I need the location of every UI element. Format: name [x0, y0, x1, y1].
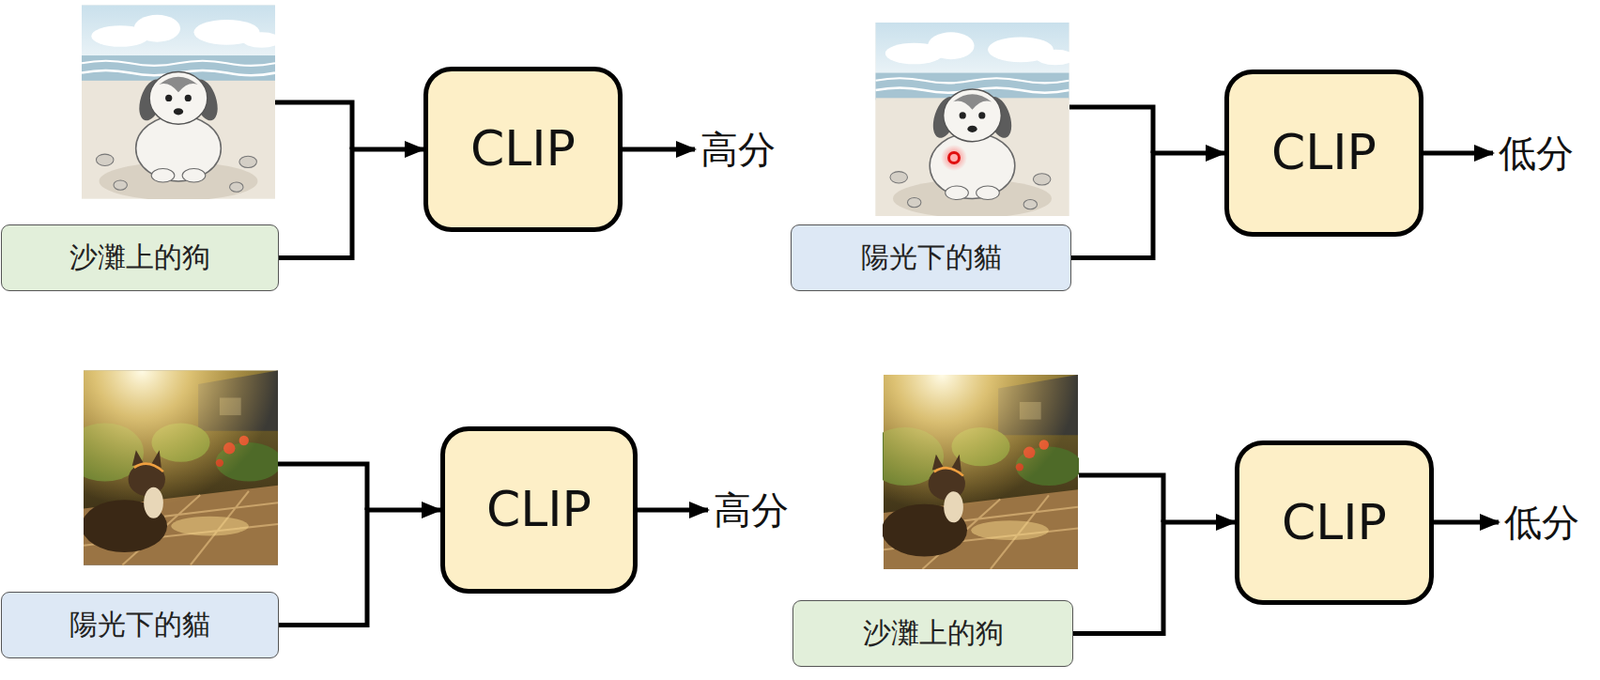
bracket-line	[275, 102, 353, 150]
score-label: 低分	[1504, 500, 1580, 544]
prompt-box: 沙灘上的狗	[792, 600, 1074, 667]
model-name: CLIP	[470, 121, 576, 178]
score-label: 高分	[713, 488, 789, 532]
model-name: CLIP	[486, 481, 592, 539]
dog-illustration	[81, 5, 281, 201]
score-label: 高分	[700, 127, 776, 171]
prompt-box: 陽光下的貓	[790, 224, 1072, 292]
output-arrow	[1423, 151, 1493, 156]
red-dot	[949, 153, 960, 164]
model-name: CLIP	[1271, 124, 1377, 182]
clip-model-box: CLIP	[423, 66, 623, 232]
prompt-text: 陽光下的貓	[69, 608, 211, 642]
output-arrow	[1433, 520, 1499, 525]
prompt-box: 陽光下的貓	[0, 591, 279, 659]
clip-model-box: CLIP	[1224, 69, 1424, 237]
prompt-box: 沙灘上的狗	[0, 224, 279, 292]
clip-model-box: CLIP	[1234, 440, 1434, 605]
input-connector	[1073, 522, 1235, 634]
output-arrow	[622, 147, 695, 153]
dog-illustration	[876, 22, 1076, 218]
bracket-line	[1078, 475, 1164, 523]
clip-model-box: CLIP	[440, 426, 638, 594]
input-connector	[278, 149, 424, 259]
score-label: 低分	[1498, 131, 1574, 175]
cat-illustration	[865, 374, 1082, 570]
bracket-line	[1069, 107, 1154, 154]
cat-illustration	[65, 370, 282, 566]
prompt-text: 陽光下的貓	[861, 241, 1002, 275]
prompt-text: 沙灘上的狗	[69, 241, 211, 275]
output-arrow	[637, 507, 708, 513]
bracket-line	[277, 463, 368, 510]
input-connector	[278, 509, 441, 626]
model-name: CLIP	[1281, 494, 1387, 552]
red-dot-glow	[940, 144, 968, 171]
input-connector	[1071, 153, 1225, 259]
prompt-text: 沙灘上的狗	[862, 616, 1004, 650]
